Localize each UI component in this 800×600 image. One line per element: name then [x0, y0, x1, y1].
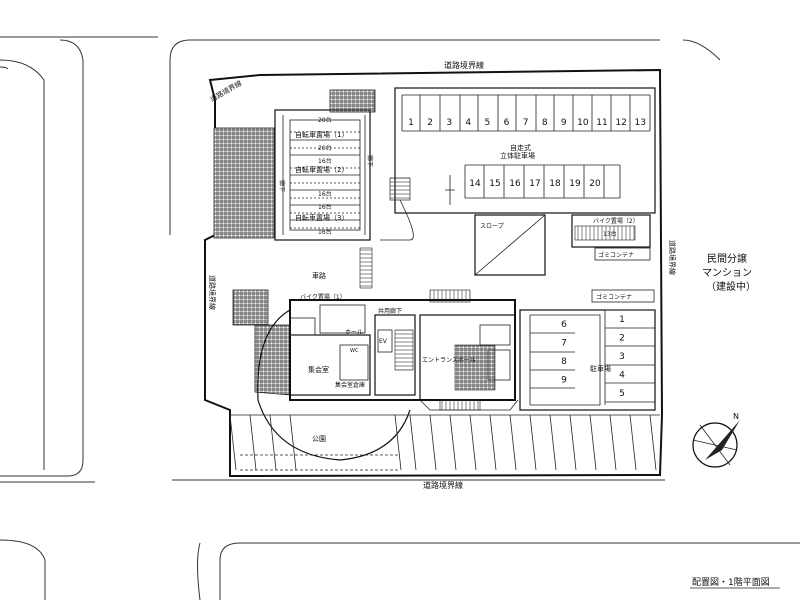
bike-count-label: 16台	[318, 190, 332, 198]
hall-label: ホール	[345, 329, 363, 336]
elevator-label: EV	[379, 338, 388, 345]
parking-numbers-mid: 14 15 16 17 18 19 20	[469, 179, 601, 189]
parking-stall-number: 2	[427, 118, 433, 128]
parking-stall-number: 4	[619, 371, 625, 381]
parking-self-label: 自走式	[510, 143, 531, 152]
planting-area-west	[213, 127, 275, 239]
parking-stall-number: 9	[561, 118, 567, 128]
bike-parking-1-label: バイク置場（1）	[300, 293, 346, 301]
parking-stall-number: 9	[561, 376, 567, 386]
road-boundary-label-north: 道路境界線	[444, 60, 484, 70]
parking-stall-number: 14	[469, 179, 481, 189]
wc-label: WC	[350, 348, 359, 354]
parking-stall-number: 19	[569, 179, 581, 189]
entrance-hall-label: エントランスホール	[422, 357, 476, 364]
slope-label: スロープ	[480, 223, 504, 230]
road-boundary-label-west: 道路境界線	[208, 275, 217, 310]
bike-count-label: 20台	[318, 144, 332, 152]
parking-stall-number: 7	[523, 118, 529, 128]
right-parking-area	[519, 309, 656, 411]
parking-stall-number: 1	[619, 315, 625, 325]
road-boundary-label-south: 道路境界線	[423, 480, 463, 490]
bike-count-label: 20台	[318, 116, 332, 124]
north-label: N	[733, 412, 739, 421]
parking-stall-number: 8	[561, 357, 567, 367]
corridor-label-east: 廊下	[366, 155, 374, 167]
parking-stall-number: 3	[446, 118, 452, 128]
neighbor-line-3: （建設中）	[706, 280, 756, 293]
bicycle-storage-3: 自転車置場（3）	[295, 213, 348, 222]
crosswalk-west	[359, 247, 373, 289]
parking-stall-number: 6	[504, 118, 510, 128]
bike-count-label: 13台	[603, 230, 617, 238]
parking-stall-number: 12	[615, 118, 626, 128]
parking-stall-number: 1	[408, 118, 414, 128]
slope-area	[474, 214, 655, 303]
parking-stall-number: 15	[489, 179, 500, 189]
south-parking-stalls	[229, 414, 660, 471]
meeting-room-label: 集会室	[308, 365, 329, 374]
caption-label: 配置図・1階平面図	[692, 577, 770, 588]
garbage-container-label: ゴミコンテナ	[598, 251, 634, 259]
park-label: 公園	[312, 435, 326, 443]
parking-stall-number: 8	[542, 118, 548, 128]
bike-count-label: 16台	[318, 203, 332, 211]
parking-stall-number: 13	[634, 118, 645, 128]
parking-stall-number: 5	[485, 118, 491, 128]
garbage-container-label-2: ゴミコンテナ	[596, 293, 632, 301]
parking-numbers-right-b: 1 2 3 4 5	[619, 315, 625, 399]
bike-parking-2-label: バイク置場（2）	[593, 217, 639, 225]
parking-stall-number: 20	[589, 179, 601, 189]
parking-stall-number: 7	[561, 339, 567, 349]
parking-stall-number: 5	[619, 389, 625, 399]
bike-count-label: 16台	[318, 157, 332, 165]
parking-stall-number: 10	[577, 118, 589, 128]
bicycle-storage-block	[274, 109, 371, 241]
surrounding-roads	[0, 36, 800, 600]
parking-structure	[380, 87, 656, 241]
driveway-label: 車路	[312, 271, 326, 280]
parking-label: 駐車場	[590, 364, 611, 373]
park-curve	[257, 309, 411, 461]
parking-stall-number: 18	[549, 179, 561, 189]
compass-rose	[692, 420, 740, 468]
bicycle-storage-2: 自転車置場（2）	[295, 165, 348, 174]
parking-stall-number: 16	[509, 179, 521, 189]
parking-stall-number: 3	[619, 352, 625, 362]
parking-numbers-right-a: 6 7 8 9	[561, 320, 567, 386]
parking-stall-number: 6	[561, 320, 567, 330]
parking-stall-number: 4	[465, 118, 471, 128]
planting-area-north	[329, 89, 376, 113]
parking-stall-number: 11	[596, 118, 607, 128]
bike-count-label: 16台	[318, 228, 332, 236]
parking-stall-number: 17	[529, 179, 540, 189]
parking-stall-number: 2	[619, 334, 625, 344]
ground-floor-building	[289, 299, 519, 411]
corridor-label-west: 廊下	[278, 180, 286, 192]
plan-labels: 道路境界線 道路境界線 道路境界線 道路境界線 道路境界線 自走式 立体駐車場 …	[208, 60, 770, 588]
neighbor-line-2: マンション	[702, 268, 752, 279]
parking-structure-label: 立体駐車場	[500, 151, 535, 160]
bicycle-storage-1: 自転車置場（1）	[295, 130, 348, 139]
meeting-storage-label: 集会室倉庫	[335, 381, 365, 389]
neighbor-line-1: 民間分譲	[707, 252, 747, 265]
planting-area-mid	[232, 289, 269, 326]
road-boundary-label-east: 道路境界線	[668, 240, 677, 275]
shared-corridor-label: 共用廊下	[378, 307, 402, 315]
